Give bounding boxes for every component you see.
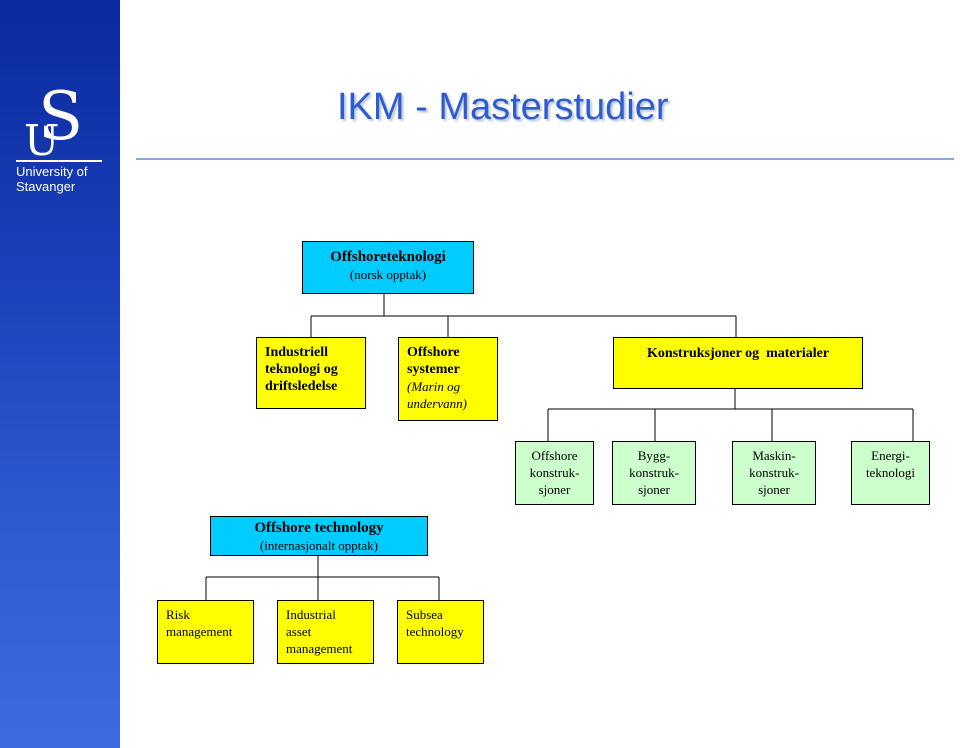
node-offshore-systemer: Offshore systemer (Marin og undervann) xyxy=(398,337,498,421)
node-maskin: Maskin- konstruk- sjoner xyxy=(732,441,816,505)
node-risk: Risk management xyxy=(157,600,254,664)
node-title: Industriell teknologi og driftsledelse xyxy=(265,345,338,394)
node-title: Offshore technology xyxy=(254,520,384,536)
node-offshore-technology: Offshore technology (internasjonalt oppt… xyxy=(210,516,428,556)
logo-letter-s: S xyxy=(38,78,84,155)
node-title: Maskin- konstruk- sjoner xyxy=(749,448,799,497)
node-subtitle: (Marin og undervann) xyxy=(407,379,467,411)
node-title: Subsea technology xyxy=(406,607,464,639)
node-bygg: Bygg- konstruk- sjoner xyxy=(612,441,696,505)
node-subtitle: (internasjonalt opptak) xyxy=(259,538,379,553)
node-subsea: Subsea technology xyxy=(397,600,484,664)
node-industriell: Industriell teknologi og driftsledelse xyxy=(256,337,366,409)
node-title: Offshoreteknologi xyxy=(330,249,446,265)
node-title: Energi- teknologi xyxy=(865,448,916,480)
node-industrial-asset: Industrial asset management xyxy=(277,600,374,664)
node-title: Bygg- konstruk- sjoner xyxy=(629,448,679,497)
node-title: Offshore konstruk- sjoner xyxy=(529,448,580,497)
node-title: Risk management xyxy=(166,607,233,639)
logo-divider xyxy=(16,160,102,162)
connector-offshore-technology xyxy=(205,556,440,600)
logo-text: University of Stavanger xyxy=(16,164,88,194)
connector-offshoreteknologi xyxy=(310,294,737,337)
node-title: Industrial asset management xyxy=(286,607,353,656)
node-subtitle: (norsk opptak) xyxy=(349,267,427,282)
page-title: IKM - Masterstudier xyxy=(337,86,669,128)
logo-letter-u: U xyxy=(24,116,60,165)
title-divider xyxy=(136,158,954,160)
node-energi: Energi- teknologi xyxy=(851,441,930,505)
node-offshore-konstruksjoner: Offshore konstruk- sjoner xyxy=(515,441,594,505)
node-offshoreteknologi: Offshoreteknologi (norsk opptak) xyxy=(302,241,474,294)
node-title: Offshore systemer xyxy=(407,345,460,377)
node-konstruksjoner: Konstruksjoner og materialer xyxy=(613,337,863,389)
sidebar: S U University of Stavanger xyxy=(0,0,120,748)
connector-konstruksjoner xyxy=(547,389,914,441)
node-title: Konstruksjoner og materialer xyxy=(646,346,830,361)
